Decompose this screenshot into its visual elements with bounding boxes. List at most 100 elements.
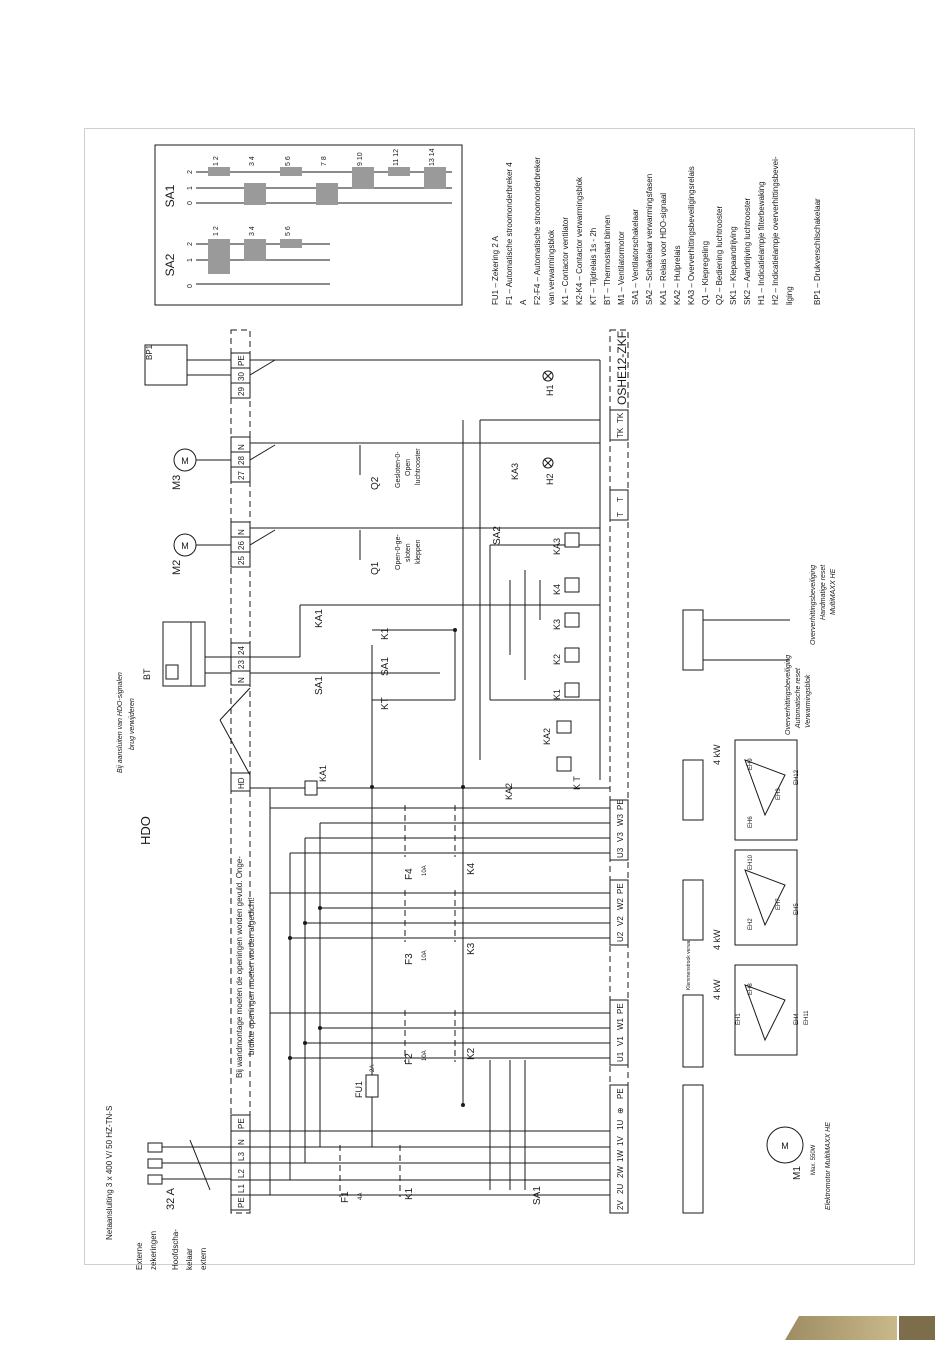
motor-m2: M M2 (171, 533, 231, 575)
q2-label: Q2 (370, 476, 381, 490)
q2-caption: luchtrooster (415, 448, 422, 485)
ka3-contact-label: KA3 (510, 463, 520, 480)
m1-label: M1 (792, 1166, 803, 1180)
eh9: EH9 (748, 758, 754, 770)
ka1-coil-label: KA1 (318, 765, 328, 782)
motor-m1: M M1 Max. 550W Elektromotor MultiMAXX HE (682, 1084, 832, 1214)
control-wiring (219, 359, 601, 1105)
page-footer-dark (899, 1316, 935, 1340)
term: W3 (616, 813, 625, 826)
term: V2 (616, 916, 625, 926)
term: 2U (616, 1184, 625, 1194)
svg-text:M: M (781, 1141, 789, 1151)
eh7: EH7 (776, 898, 782, 910)
sa2-contact-5-6: 5 6 (285, 226, 292, 236)
wall-mount-note: Bij wandmontage moeten de openingen word… (235, 856, 244, 1078)
external-fuse-symbols (147, 1139, 240, 1191)
external-fuses-label: zekeringen (149, 1231, 158, 1270)
heater-block-2: 4 kW EH2 EH5 EH7 EH10 (682, 849, 800, 950)
terminal-23: 23 (237, 660, 246, 669)
terminal-n: N (237, 529, 246, 535)
heating-terminal-label: Klemmenstrook verwarming (686, 928, 692, 990)
term: 2W (616, 1166, 625, 1178)
term: U2 (616, 931, 625, 942)
sa1-contact-11-12: 11 12 (393, 149, 400, 166)
terminal-n: N (237, 1139, 246, 1145)
eh6: EH6 (748, 816, 754, 828)
term: PE (616, 1088, 625, 1099)
eh3: EH3 (776, 788, 782, 800)
sa1-control-label-2: SA1 (380, 657, 391, 676)
eh2: EH2 (748, 918, 754, 930)
terminal-l1: L1 (237, 1184, 246, 1193)
legend-item: BP1 – Drukverschilschakelaar (813, 198, 822, 305)
q1-label: Q1 (370, 561, 381, 575)
control-switch-labels: SA1 K1 SA1 KT (314, 627, 391, 710)
term: PE (616, 883, 625, 894)
legend-item: H2 – Indicatielampje oververhittingsbeve… (771, 156, 780, 305)
legend-item: F1 – Automatische stroomonderbreker 4 (505, 162, 514, 305)
m3-terminal-strip: 27 28 N (230, 436, 251, 483)
pressure-switch-bp1: BP1 (144, 344, 231, 386)
terminal-24: 24 (237, 646, 246, 655)
sa2-contact-1-2: 1 2 (213, 226, 220, 236)
term: TK (616, 412, 625, 423)
legend-item: SA2 – Schakelaar verwarmingsfasen (645, 174, 654, 305)
relay-ka2-kt: KA2 K T KA2 (504, 720, 582, 800)
bt-label: BT (142, 668, 152, 680)
term: T (616, 512, 625, 517)
ka3-coil-label: KA3 (552, 538, 562, 555)
q1-caption: Open-0-ge- (395, 534, 402, 570)
terminal-pe: PE (237, 355, 246, 366)
page-footer-gold (785, 1316, 897, 1340)
term: 1W (616, 1150, 625, 1162)
terminal-l2: L2 (237, 1169, 246, 1178)
switch-q2: Q2 Gesloten-0- Open luchtrooster (359, 445, 422, 490)
legend-item: KA1 – Relais voor HDO-signaal (659, 193, 668, 305)
legend-item: SK1 – Klepaandrijving (729, 226, 738, 305)
term: U1 (616, 1051, 625, 1062)
legend-item: F2-F4 – Automatische stroomonderbreker (533, 157, 542, 305)
overheat-manual: Handmatige reset (820, 564, 827, 620)
sa1-contact-7-8: 7 8 (321, 156, 328, 166)
switch-state-blocks (208, 167, 446, 274)
hdo-note: Bij aansluiten van HDO-signalen (117, 672, 124, 773)
terminal-pe: PE (237, 1197, 246, 1208)
bp1-label: BP1 (145, 344, 154, 360)
legend: FU1 – Zekering 2 A F1 – Automatische str… (491, 156, 822, 305)
sa1-pos-2: 2 (187, 170, 194, 174)
k3-label: K3 (466, 942, 477, 955)
breaker-f3: F3 10A K3 (404, 890, 477, 965)
legend-item: K2-K4 – Contactor verwarmingsblok (575, 176, 584, 305)
term: W1 (616, 1017, 625, 1030)
terminal-26: 26 (237, 541, 246, 550)
overheat-caption: Oververhittingsbeveiliging (785, 655, 792, 735)
f1-label: F1 (340, 1191, 351, 1203)
output-rail-outline (609, 329, 629, 1214)
motor-m3: M M3 (171, 448, 231, 490)
breaker-f1: F1 4A (339, 1145, 364, 1203)
sa1-control-label: SA1 (314, 676, 325, 695)
sa1-contact-1-2: 1 2 (213, 156, 220, 166)
ka1-contact-label: KA1 (314, 609, 325, 628)
motor-output-terminals: 2V 2U 2W 1W 1V 1U ⊕ PE (609, 1084, 629, 1214)
sa1-position-labels: 2 1 0 2 1 0 (187, 170, 194, 288)
legend-item: Q2 – Bediening luchtrooster (715, 205, 724, 305)
m2-terminal-strip: 25 26 N (230, 521, 251, 568)
k1-label: K1 (404, 1187, 415, 1200)
thermostat-bt: BT (142, 621, 231, 687)
heater3-terminals: U3 V3 W3 PE (609, 799, 629, 861)
page-footer-bar (785, 1316, 935, 1340)
svg-text:M: M (181, 456, 189, 466)
term: V3 (616, 832, 625, 842)
diagram-frame (84, 128, 915, 1265)
switch-sa1-bottom: SA1 (489, 1060, 543, 1205)
sa1-bottom-label: SA1 (532, 1186, 543, 1205)
supply-header: Netaansluiting 3 x 400 V/ 50 HZ-TN-S Ext… (105, 1106, 208, 1270)
relay-ka3-lamp-h2: KA3 H2 (510, 457, 555, 485)
legend-item: KT – Tijdrelais 1s - 2h (589, 228, 598, 305)
sa2-table-title: SA2 (163, 253, 177, 276)
f3-label: F3 (404, 953, 415, 965)
supply-label: Netaansluiting 3 x 400 V/ 50 HZ-TN-S (105, 1106, 114, 1240)
kt-coil-label: K T (572, 776, 582, 790)
